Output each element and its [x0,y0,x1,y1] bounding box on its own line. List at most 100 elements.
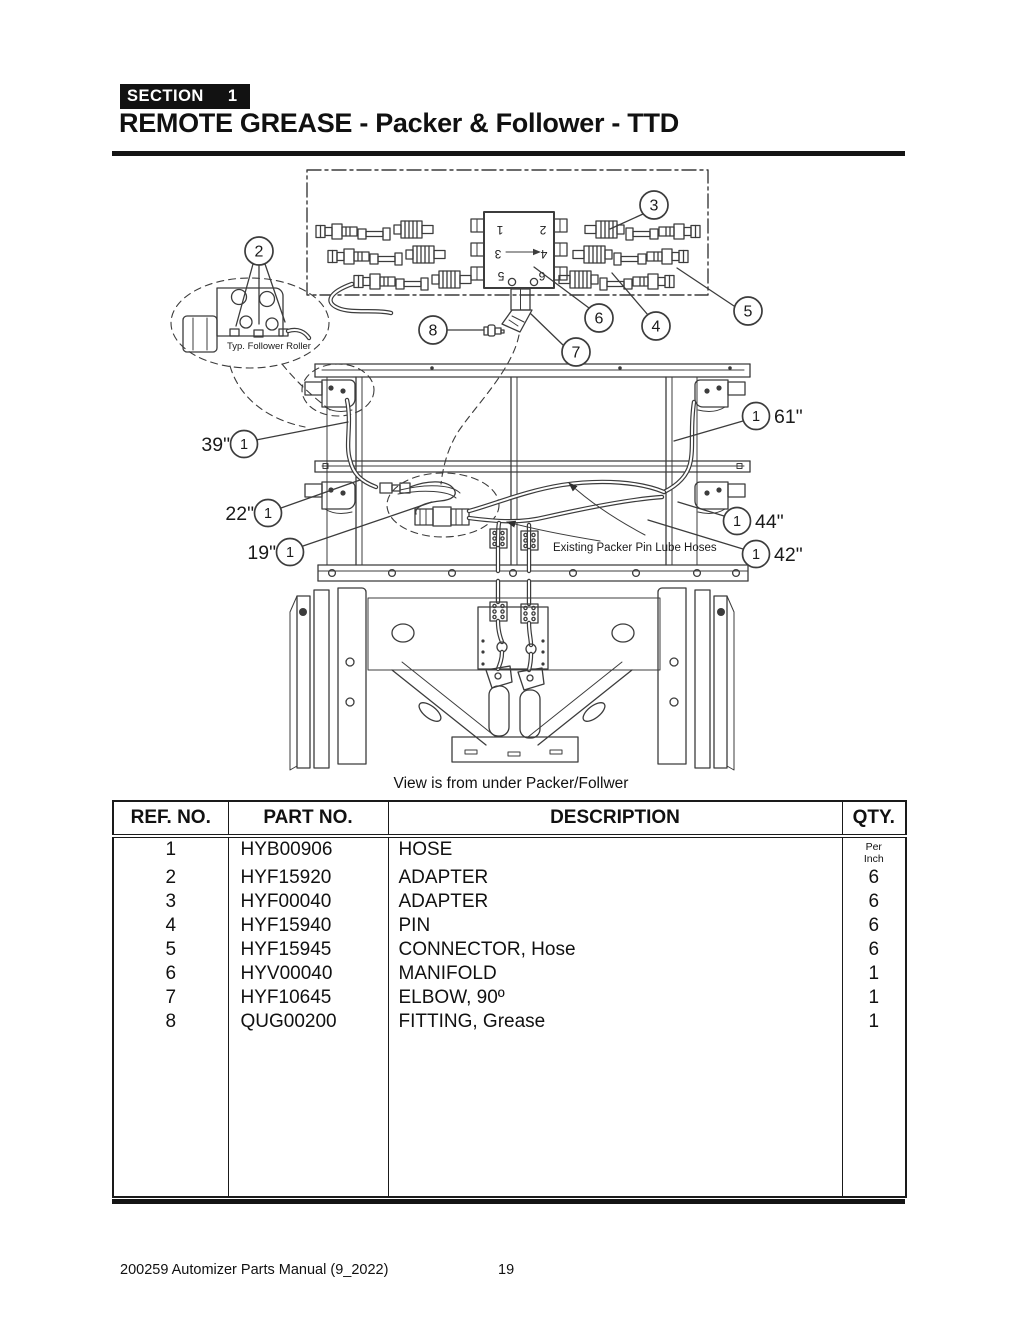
table-cell-ref: 3 [113,890,229,915]
table-cell-qty: 1 [868,987,880,1009]
table-cell-desc: MANIFOLD [388,962,843,987]
column-header-qty: QTY. [842,801,906,838]
manifold-drawing: 1 2 3 4 5 6 [470,211,568,289]
header-rule [112,151,905,156]
table-cell-desc: FITTING, Grease [388,1010,843,1035]
callout-number: 5 [744,304,753,321]
dimension-ref: 1 [240,437,248,453]
table-cell-desc: ADAPTER [388,866,843,891]
table-cell-ref: 5 [113,938,229,963]
table-cell-desc: PIN [388,914,843,939]
table-cell-part: HYF15920 [228,866,389,891]
callout-number: 6 [595,311,604,328]
footer-rule [112,1199,905,1204]
existing-hoses-annotation: Existing Packer Pin Lube Hoses [506,482,717,554]
page-title: REMOTE GREASE - Packer & Follower - TTD [119,108,679,138]
callout-number: 8 [429,323,438,340]
dimension-text: 22" [225,503,254,525]
dimension-text: 39" [201,434,230,456]
table-cell-part: HYF15945 [228,938,389,963]
grease-fitting-drawing [483,324,505,337]
exploded-diagram: 1 2 3 4 5 6 [0,160,1024,800]
table-cell-desc: CONNECTOR, Hose [388,938,843,963]
existing-hoses-label: Existing Packer Pin Lube Hoses [553,542,717,554]
dimension-ref: 1 [264,506,272,522]
callout-number: 7 [572,345,581,362]
dimension-text: 19" [247,542,276,564]
manifold-port-label: 6 [538,269,545,283]
fittings-left-group [315,220,472,316]
table-cell-ref: 4 [113,914,229,939]
dimension-text: 61" [774,406,803,428]
bottom-rail-bolts [327,568,741,578]
callout-number: 2 [255,244,264,261]
table-cell-desc: ADAPTER [388,890,843,915]
table-filler-cell [228,1034,389,1198]
manifold-port-label: 4 [540,247,547,261]
column-header-ref: REF. NO. [113,801,229,838]
dimension-ref: 1 [733,514,741,530]
table-cell-qty: 6 [868,939,880,961]
table-header-row: REF. NO. PART NO. DESCRIPTION QTY. [113,801,906,838]
table-cell-part: QUG00200 [228,1010,389,1035]
column-header-part: PART NO. [228,801,389,838]
under-view-drawing [289,587,735,771]
callout-markers: 2 3 4 5 6 7 8 [235,190,763,367]
follower-roller-label: Typ. Follower Roller [227,341,311,352]
table-cell-qty: 1 [868,1011,880,1033]
hose-bundle [379,472,500,538]
callout-number: 4 [652,319,661,336]
section-word: SECTION [127,87,204,105]
table-cell-part: HYB00906 [228,836,389,867]
callout-number: 3 [650,198,659,215]
table-cell-qty: Per Inch [863,841,884,866]
table-cell-ref: 6 [113,962,229,987]
manifold-port-label: 2 [539,223,546,237]
table-cell-desc: ELBOW, 90º [388,986,843,1011]
section-label: SECTION 1 [120,84,250,109]
table-cell-qty: 6 [868,915,880,937]
manifold-port-label: 3 [494,247,501,261]
table-cell-part: HYV00040 [228,962,389,987]
diagram-svg: 1 2 3 4 5 6 [170,169,803,771]
elbow-drawing [440,288,533,485]
table-filler-row [113,1034,906,1198]
dimension-text: 42" [774,544,803,566]
table-cell-qty: 6 [868,867,880,889]
table-filler-cell [842,1034,906,1197]
dimension-ref: 1 [286,545,294,561]
table-filler-cell [388,1034,843,1198]
table-cell-part: HYF00040 [228,890,389,915]
manifold-port-label: 5 [497,269,504,283]
frame-drawing [301,363,751,607]
fittings-right-group [558,220,701,291]
diagram-caption: View is from under Packer/Follwer [393,775,629,792]
manifold-port-label: 1 [496,223,503,237]
table-filler-cell [113,1034,229,1198]
dimension-text: 44" [755,511,784,533]
table-cell-qty: 1 [868,963,880,985]
column-header-description: DESCRIPTION [388,801,843,838]
measurement-callouts: 39" 1 22" 1 19" 1 1 61" 1 44" 1 42" [201,401,803,569]
dimension-ref: 1 [752,547,760,563]
table-cell-qty: 6 [868,891,880,913]
table-cell-part: HYF15940 [228,914,389,939]
table-cell-ref: 7 [113,986,229,1011]
table-cell-ref: 1 [113,836,229,867]
table-cell-ref: 2 [113,866,229,891]
section-number: 1 [227,87,238,105]
footer-manual-name: 200259 Automizer Parts Manual (9_2022) [120,1262,389,1278]
table-cell-part: HYF10645 [228,986,389,1011]
follower-roller-detail: Typ. Follower Roller [170,277,331,428]
dimension-ref: 1 [752,409,760,425]
footer-page-number: 19 [498,1262,515,1278]
